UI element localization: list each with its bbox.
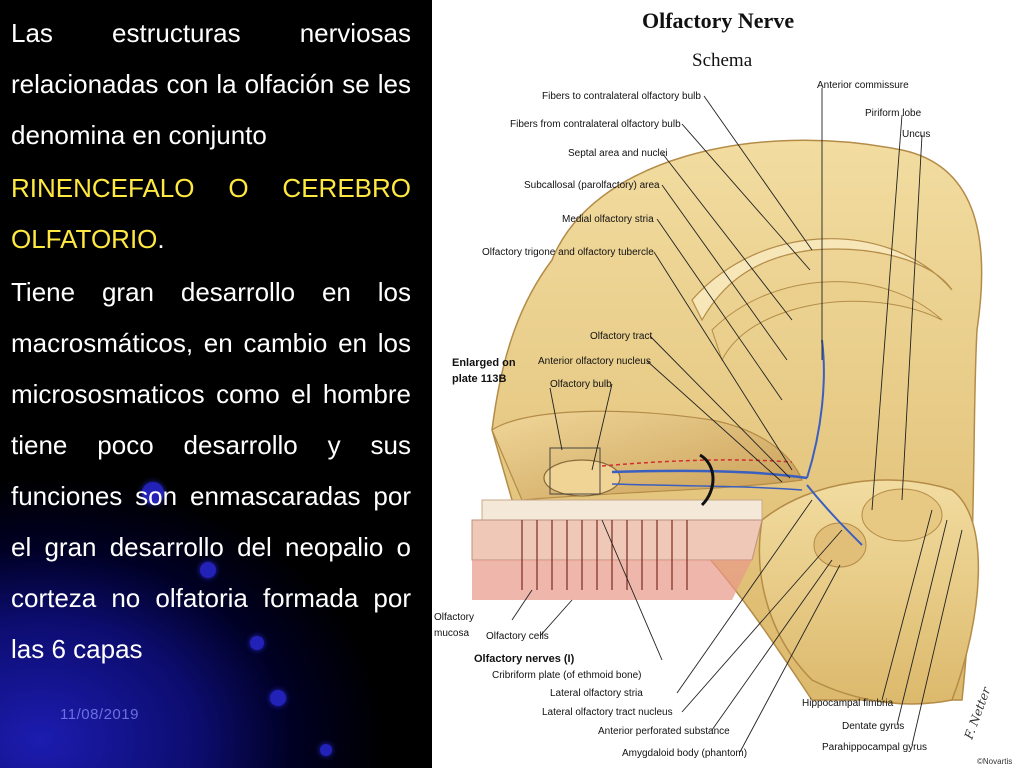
label-cribriform: Cribriform plate (of ethmoid bone)	[492, 670, 642, 681]
label-medial-stria: Medial olfactory stria	[562, 214, 654, 225]
label-piriform: Piriform lobe	[865, 108, 922, 119]
slide-date: 11/08/2019	[60, 706, 139, 723]
leader-lines	[511, 88, 963, 753]
tract-marker	[699, 453, 715, 507]
label-lateral-stria: Lateral olfactory stria	[550, 688, 643, 699]
decorative-bead-5	[320, 744, 332, 756]
olfactory-nerve-illustration: Olfactory Nerve Schema Fibers to contral…	[434, 8, 1012, 766]
label-uncus: Uncus	[902, 129, 930, 140]
slide-text-panel: Las estructuras nerviosas relacionadas c…	[0, 0, 432, 768]
label-lateral-tract-nucleus: Lateral olfactory tract nucleus	[542, 707, 673, 718]
decorative-bead-1	[142, 482, 164, 504]
olfactory-nerve-figure: Olfactory Nerve Schema Fibers to contral…	[432, 0, 1024, 768]
uncus-bulge	[861, 488, 943, 542]
highlight-term: RINENCEFALO O CEREBRO OLFATORIO	[11, 173, 411, 254]
label-fimbria: Hippocampal fimbria	[802, 698, 894, 709]
decorative-bead-4	[270, 690, 286, 706]
label-mucosa-1: Olfactory	[434, 612, 474, 623]
brain-outline	[471, 139, 983, 705]
paragraph-intro: Las estructuras nerviosas relacionadas c…	[11, 18, 411, 150]
label-enlarged: Enlarged on	[452, 357, 516, 369]
paragraph-development: Tiene gran desarrollo en los macrosmátic…	[11, 277, 411, 664]
figure-subtitle: Schema	[692, 50, 753, 71]
enlarged-box	[549, 447, 601, 495]
label-trigone: Olfactory trigone and olfactory tubercle	[482, 247, 654, 258]
label-anterior-commissure: Anterior commissure	[817, 80, 909, 91]
olfactory-tract-fibers	[611, 469, 808, 480]
figure-title: Olfactory Nerve	[642, 8, 794, 33]
olfactory-tract-fibers-2	[611, 483, 803, 491]
slide-body-text: Las estructuras nerviosas relacionadas c…	[11, 8, 411, 675]
label-parahippocampal: Parahippocampal gyrus	[822, 742, 927, 753]
label-subcallosal: Subcallosal (parolfactory) area	[524, 180, 660, 191]
label-enlarged-plate: plate 113B	[452, 373, 506, 385]
olfactory-pathway	[543, 339, 863, 546]
label-olfactory-tract: Olfactory tract	[590, 331, 652, 342]
artist-signature: F. Netter	[961, 684, 993, 742]
label-olfactory-nerves: Olfactory nerves (I)	[474, 653, 575, 665]
label-mucosa-2: mucosa	[434, 628, 469, 639]
cribriform-plate	[481, 499, 763, 521]
amygdala-region	[813, 522, 867, 568]
medial-stria-fibers	[806, 339, 825, 479]
label-fibers-to: Fibers to contralateral olfactory bulb	[542, 91, 701, 102]
label-olfactory-cells: Olfactory cells	[486, 631, 549, 642]
septal-region	[711, 281, 943, 362]
decorative-bead-3	[250, 636, 264, 650]
lateral-stria-fibers	[806, 484, 863, 546]
copyright-notice: ©Novartis	[977, 757, 1012, 766]
label-septal: Septal area and nuclei	[568, 148, 668, 159]
highlight-suffix: .	[157, 224, 165, 254]
olfactory-bulb-shape	[543, 459, 621, 497]
label-olfactory-bulb: Olfactory bulb	[550, 379, 612, 390]
label-dentate: Dentate gyrus	[842, 721, 904, 732]
label-perforated: Anterior perforated substance	[598, 726, 730, 737]
label-amygdaloid: Amygdaloid body (phantom)	[622, 748, 747, 759]
contralateral-fibers	[601, 459, 793, 467]
label-fibers-from: Fibers from contralateral olfactory bulb	[510, 119, 681, 130]
corpus-callosum	[691, 238, 953, 322]
decorative-bead-2	[200, 562, 216, 578]
paragraph-rhinencephalon: RINENCEFALO O CEREBRO OLFATORIO.	[11, 163, 411, 265]
label-anterior-nucleus: Anterior olfactory nucleus	[538, 356, 651, 367]
